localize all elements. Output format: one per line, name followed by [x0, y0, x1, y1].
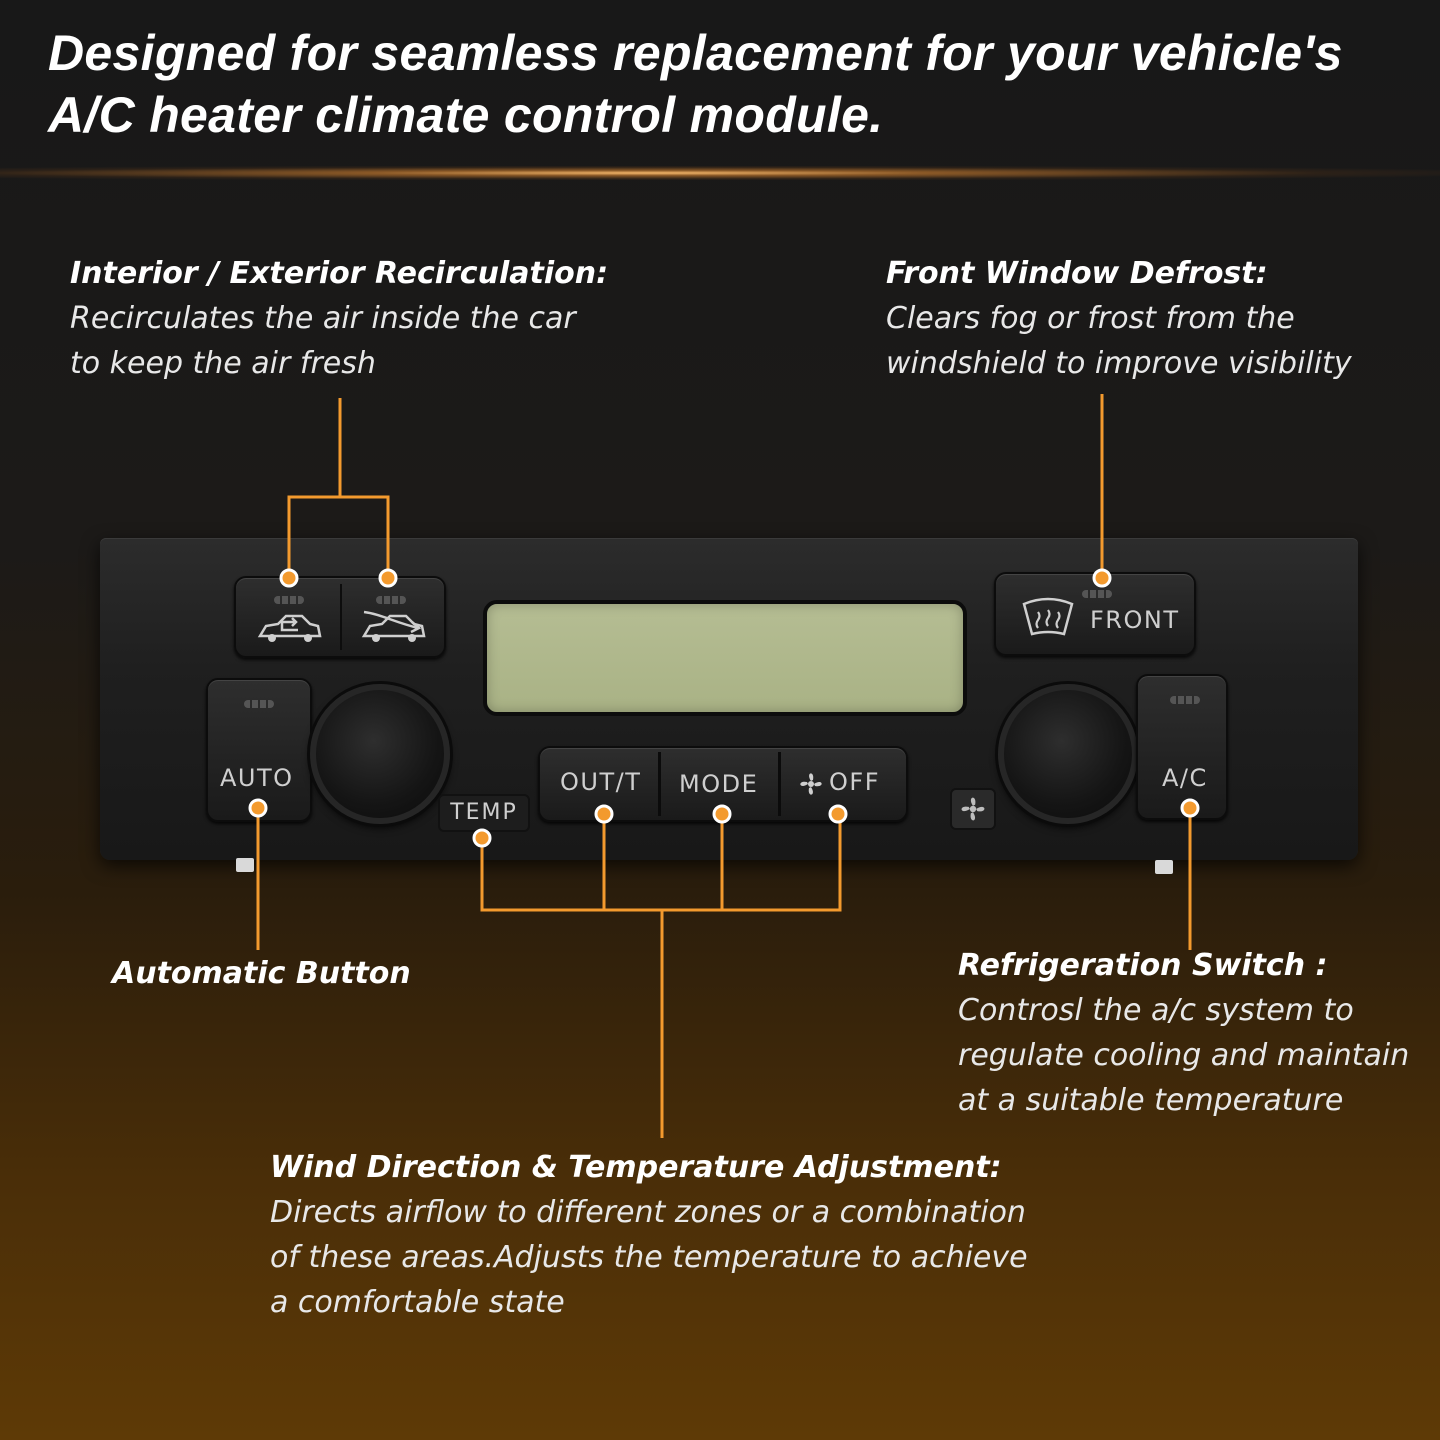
- recirculate-air-icon[interactable]: [256, 612, 324, 644]
- headline-line-1: Designed for seamless replacement for yo…: [48, 25, 1343, 81]
- callout-auto: Automatic Button: [112, 952, 411, 996]
- callout-wind-desc-1: Directs airflow to different zones or a …: [270, 1195, 1026, 1230]
- auto-indicator-led: [244, 700, 274, 708]
- out-temp-label: OUT/T: [560, 768, 642, 796]
- callout-wind-temp: Wind Direction & Temperature Adjustment:…: [270, 1146, 1028, 1325]
- callout-defrost-title: Front Window Defrost:: [886, 256, 1268, 291]
- callout-auto-title: Automatic Button: [112, 956, 411, 991]
- front-defrost-label: FRONT: [1090, 606, 1180, 634]
- defrost-icon: [1022, 597, 1074, 636]
- fan-off-label: OFF: [829, 768, 880, 796]
- temperature-knob[interactable]: [310, 684, 450, 824]
- out-temp-button[interactable]: OUT/T: [540, 748, 658, 820]
- fresh-air-icon[interactable]: [360, 608, 428, 644]
- callout-recirculation-desc-2: to keep the air fresh: [70, 346, 376, 381]
- fan-icon: [800, 773, 822, 795]
- temp-label-plate: TEMP: [438, 794, 530, 832]
- callout-recirculation-title: Interior / Exterior Recirculation:: [70, 256, 609, 291]
- defrost-indicator-led: [1082, 590, 1112, 598]
- callout-refrigeration: Refrigeration Switch : Controsl the a/c …: [958, 944, 1409, 1123]
- recirculate-indicator-led: [274, 596, 304, 604]
- callout-wind-desc-2: of these areas.Adjusts the temperature t…: [270, 1240, 1028, 1275]
- fan-speed-knob[interactable]: [998, 684, 1138, 824]
- mounting-tab-left: [236, 858, 254, 872]
- ac-label: A/C: [1162, 764, 1208, 792]
- fan-off-button[interactable]: OFF: [781, 748, 906, 820]
- mode-label: MODE: [679, 770, 759, 798]
- button-divider: [658, 752, 661, 816]
- headline-line-2: A/C heater climate control module.: [48, 87, 884, 143]
- mode-button[interactable]: MODE: [661, 748, 778, 820]
- callout-wind-desc-3: a comfortable state: [270, 1285, 565, 1320]
- callout-defrost-desc-1: Clears fog or frost from the: [886, 301, 1295, 336]
- ac-button[interactable]: A/C: [1136, 674, 1228, 820]
- fresh-air-indicator-led: [376, 596, 406, 604]
- decorative-glow-line: [0, 166, 1440, 180]
- callout-refrigeration-desc-1: Controsl the a/c system to: [958, 993, 1354, 1028]
- front-defrost-button[interactable]: FRONT: [994, 572, 1196, 656]
- temp-label: TEMP: [450, 800, 518, 825]
- auto-label: AUTO: [220, 764, 294, 792]
- callout-defrost: Front Window Defrost: Clears fog or fros…: [886, 252, 1352, 386]
- button-divider: [778, 752, 781, 816]
- callout-recirculation-desc-1: Recirculates the air inside the car: [70, 301, 576, 336]
- callout-wind-title: Wind Direction & Temperature Adjustment:: [270, 1150, 1002, 1185]
- fan-speed-indicator: [950, 788, 996, 830]
- callout-refrigeration-desc-2: regulate cooling and maintain: [958, 1038, 1410, 1073]
- headline: Designed for seamless replacement for yo…: [48, 22, 1428, 146]
- ac-indicator-led: [1170, 696, 1200, 704]
- recirculation-button-group: [234, 576, 446, 658]
- lcd-display: [483, 600, 967, 716]
- callout-refrigeration-title: Refrigeration Switch :: [958, 948, 1328, 983]
- callout-defrost-desc-2: windshield to improve visibility: [886, 346, 1352, 381]
- callout-refrigeration-desc-3: at a suitable temperature: [958, 1083, 1344, 1118]
- fan-speed-icon: [961, 797, 985, 821]
- climate-control-panel: FRONT AUTO TEMP OUT/T MODE OFF: [100, 538, 1358, 860]
- auto-button[interactable]: AUTO: [206, 678, 312, 822]
- callout-recirculation: Interior / Exterior Recirculation: Recir…: [70, 252, 608, 386]
- mounting-tab-right: [1155, 860, 1173, 874]
- button-divider: [340, 584, 342, 650]
